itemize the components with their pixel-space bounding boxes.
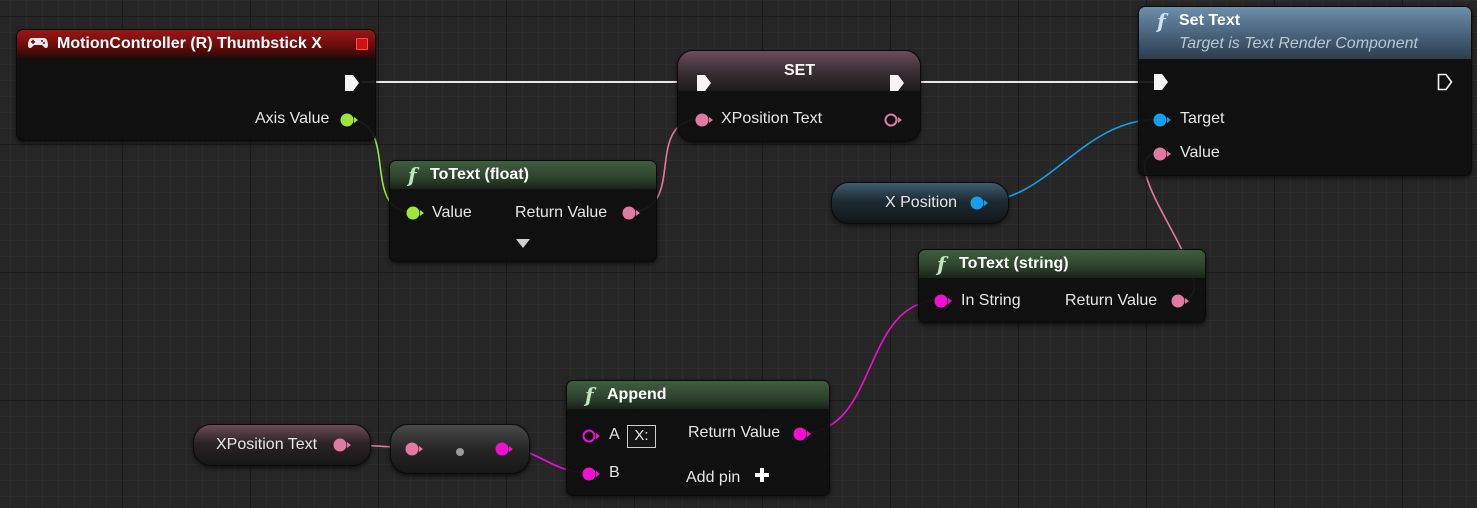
xposition-text-label: XPosition Text [721,110,823,127]
conversion-in-pin[interactable] [405,441,423,462]
return-value-pin[interactable] [1171,293,1189,314]
axis-value-label: Axis Value [255,110,330,127]
event-node-title: MotionController (R) Thumbstick X [57,35,322,52]
axis-value-pin[interactable] [340,112,358,133]
exec-out-pin[interactable] [344,74,360,97]
return-value-pin[interactable] [793,426,811,447]
value-in-pin[interactable] [1153,146,1171,167]
a-pin[interactable] [582,428,600,449]
totext-float-node[interactable]: f ToText (float) Value Return Value [389,160,657,262]
x-position-label: X Position [885,194,958,211]
set-text-subtitle: Target is Text Render Component [1179,35,1418,52]
exec-in-pin[interactable] [696,74,712,97]
target-pin[interactable] [1153,112,1171,133]
append-title: Append [607,386,667,403]
conversion-out-pin[interactable] [495,441,513,462]
xposition-text-label: XPosition Text [216,436,318,453]
set-text-title: Set Text [1179,12,1241,29]
b-label: B [609,464,620,481]
totext-string-title: ToText (string) [959,255,1069,272]
exec-in-pin[interactable] [1153,73,1169,96]
conversion-dot-icon [455,444,465,462]
totext-float-title: ToText (float) [430,166,529,183]
totext-float-header: f ToText (float) [390,161,656,189]
close-icon[interactable] [356,38,368,50]
x-position-variable-node[interactable]: X Position [831,182,1009,224]
xposition-text-out-pin[interactable] [884,112,902,133]
a-value-input[interactable]: X: [627,425,656,448]
function-icon: f [585,383,594,407]
exec-out-pin[interactable] [889,74,905,97]
append-node[interactable]: f Append A X: Return Value B Add pin [566,380,830,496]
event-node-header: MotionController (R) Thumbstick X [17,30,375,58]
set-text-node[interactable]: f Set Text Target is Text Render Compone… [1138,6,1472,176]
target-label: Target [1180,110,1225,127]
append-header: f Append [567,381,829,409]
chevron-down-icon[interactable] [516,239,530,248]
add-pin-label[interactable]: Add pin [686,469,741,486]
in-string-label: In String [961,292,1021,309]
conversion-node[interactable] [390,424,530,474]
xposition-text-variable-node[interactable]: XPosition Text [193,424,371,466]
set-node-title: SET [784,62,816,79]
function-icon: f [408,163,417,187]
x-position-out-pin[interactable] [970,195,988,216]
totext-string-node[interactable]: f ToText (string) In String Return Value [918,249,1206,323]
a-label: A [609,426,620,443]
return-value-label: Return Value [688,424,781,441]
function-icon: f [1157,9,1166,33]
event-node-thumbstick[interactable]: MotionController (R) Thumbstick X Axis V… [16,29,376,141]
return-value-pin[interactable] [622,205,640,226]
return-value-label: Return Value [515,204,608,221]
xposition-text-out-pin[interactable] [333,437,351,458]
set-node-header: SET [678,51,920,91]
value-label: Value [1180,144,1220,161]
set-text-header: f Set Text Target is Text Render Compone… [1139,7,1471,59]
value-in-pin[interactable] [406,205,424,226]
set-node[interactable]: SET XPosition Text [677,50,921,142]
value-label: Value [432,204,472,221]
b-pin[interactable] [582,466,600,487]
gamepad-icon [27,36,49,53]
return-value-label: Return Value [1065,292,1158,309]
totext-string-header: f ToText (string) [919,250,1205,278]
function-icon: f [937,252,946,276]
xposition-text-in-pin[interactable] [695,112,713,133]
plus-icon[interactable] [754,467,770,487]
exec-out-pin[interactable] [1437,73,1453,96]
in-string-pin[interactable] [934,293,952,314]
